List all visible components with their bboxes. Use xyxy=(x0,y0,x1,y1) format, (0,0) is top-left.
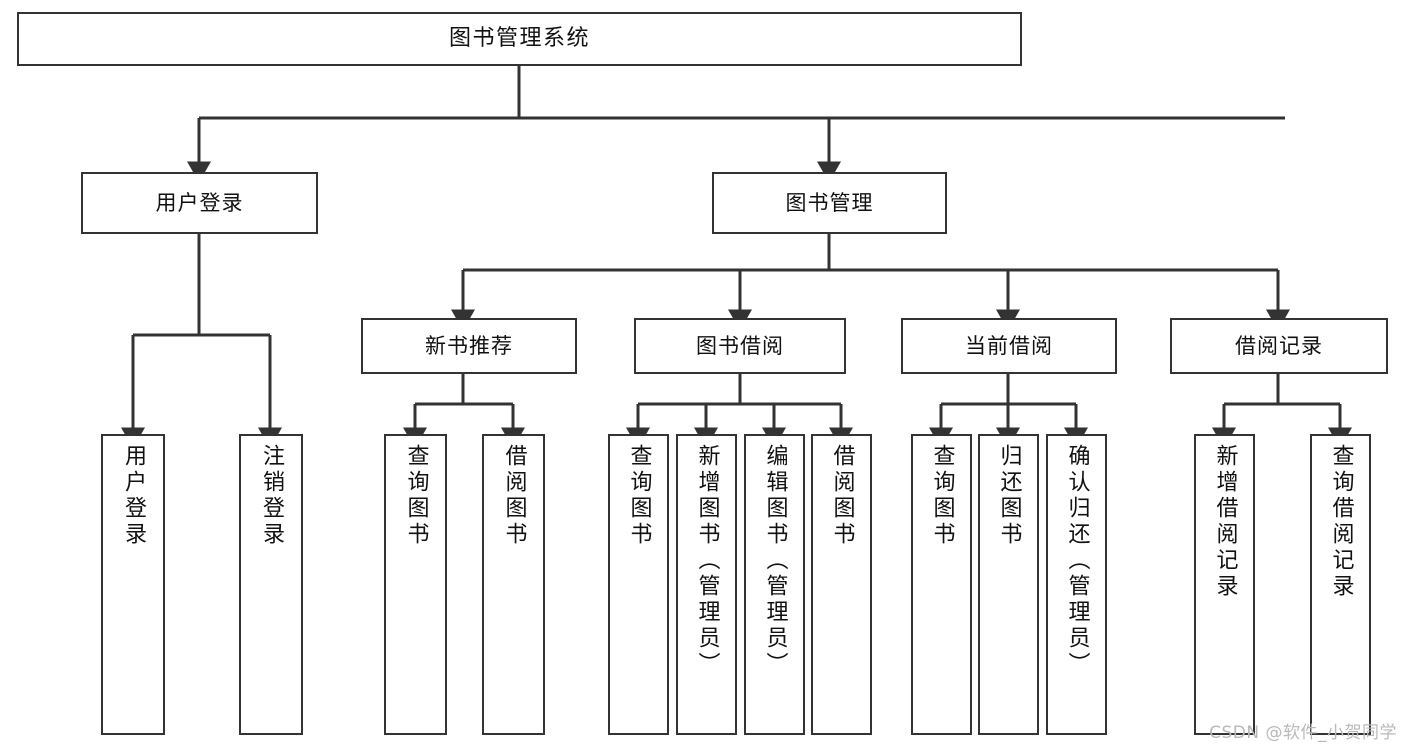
node-leaf-user-logout-label: 注销登录 xyxy=(259,444,284,548)
node-leaf-query-book-3[interactable]: 查询图书 xyxy=(911,434,972,735)
node-leaf-borrow-book-1[interactable]: 借阅图书 xyxy=(482,434,545,735)
node-leaf-query-book-1[interactable]: 查询图书 xyxy=(384,434,447,735)
node-leaf-query-book-2-label: 查询图书 xyxy=(626,444,652,548)
node-leaf-query-book-2[interactable]: 查询图书 xyxy=(608,434,669,735)
node-leaf-borrow-book-1-label: 借阅图书 xyxy=(501,444,527,548)
node-leaf-borrow-book-2-label: 借阅图书 xyxy=(829,444,855,548)
node-book-borrow[interactable]: 图书借阅 xyxy=(634,318,846,374)
node-current-borrow[interactable]: 当前借阅 xyxy=(901,318,1117,374)
node-leaf-add-record-label: 新增借阅记录 xyxy=(1212,444,1238,600)
node-leaf-query-record-label: 查询借阅记录 xyxy=(1328,444,1354,600)
csdn-watermark: CSDN @软件_小贺同学 xyxy=(1209,723,1397,743)
node-book-management-label: 图书管理 xyxy=(785,190,874,215)
node-leaf-query-book-1-label: 查询图书 xyxy=(403,444,429,548)
node-user-login[interactable]: 用户登录 xyxy=(81,172,318,234)
node-book-borrow-label: 图书借阅 xyxy=(696,333,784,358)
node-borrow-record-label: 借阅记录 xyxy=(1235,333,1323,358)
node-leaf-edit-book-label: 编辑图书（管理员） xyxy=(762,444,788,678)
node-book-management[interactable]: 图书管理 xyxy=(712,172,947,234)
node-new-book-recommend-label: 新书推荐 xyxy=(425,333,513,358)
node-leaf-user-login[interactable]: 用户登录 xyxy=(101,434,165,735)
node-new-book-recommend[interactable]: 新书推荐 xyxy=(361,318,577,374)
node-leaf-user-logout[interactable]: 注销登录 xyxy=(239,434,303,735)
node-leaf-return-book-label: 归还图书 xyxy=(996,444,1022,548)
node-leaf-add-record[interactable]: 新增借阅记录 xyxy=(1194,434,1255,735)
node-user-login-label: 用户登录 xyxy=(155,190,244,215)
node-leaf-confirm-return-label: 确认归还（管理员） xyxy=(1064,444,1090,678)
node-root-label: 图书管理系统 xyxy=(448,26,590,52)
node-leaf-query-record[interactable]: 查询借阅记录 xyxy=(1310,434,1371,735)
node-root[interactable]: 图书管理系统 xyxy=(17,12,1022,66)
node-leaf-borrow-book-2[interactable]: 借阅图书 xyxy=(811,434,872,735)
node-leaf-query-book-3-label: 查询图书 xyxy=(929,444,955,548)
node-leaf-confirm-return[interactable]: 确认归还（管理员） xyxy=(1046,434,1107,735)
node-leaf-return-book[interactable]: 归还图书 xyxy=(978,434,1039,735)
node-leaf-add-book[interactable]: 新增图书（管理员） xyxy=(676,434,737,735)
node-leaf-edit-book[interactable]: 编辑图书（管理员） xyxy=(744,434,805,735)
node-leaf-add-book-label: 新增图书（管理员） xyxy=(694,444,720,678)
node-current-borrow-label: 当前借阅 xyxy=(965,333,1053,358)
node-borrow-record[interactable]: 借阅记录 xyxy=(1170,318,1388,374)
node-leaf-user-login-label: 用户登录 xyxy=(121,444,146,548)
